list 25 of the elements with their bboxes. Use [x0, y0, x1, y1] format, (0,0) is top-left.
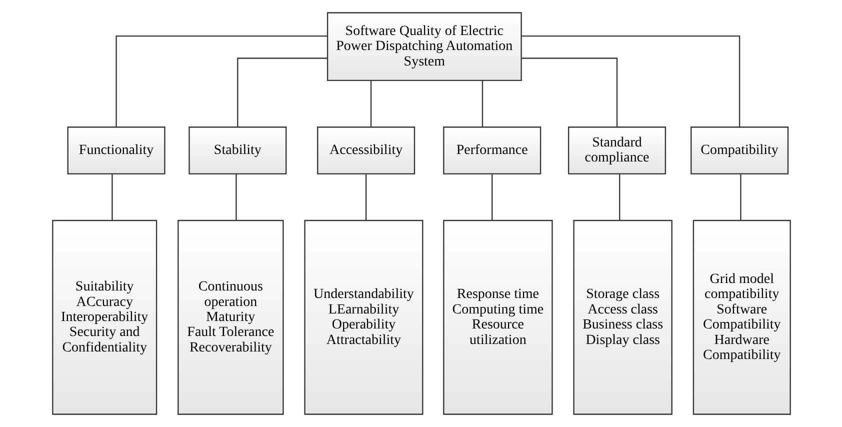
connector: [115, 36, 327, 127]
node-box: Software Quality of Electric Power Dispatching Automation System: [326, 12, 522, 82]
node-box: Compatibility: [690, 126, 788, 174]
connector: [236, 58, 327, 127]
connector: [740, 174, 741, 220]
connector: [111, 174, 112, 220]
connector: [521, 58, 618, 127]
node-box: Suitability ACcuracy Interoperability Security and Confidentiality: [52, 220, 157, 415]
connector: [370, 80, 372, 127]
node-box: Standard compliance: [567, 126, 666, 174]
node-box: Stability: [188, 126, 286, 174]
node-box: Accessibility: [316, 126, 415, 174]
connector: [521, 36, 740, 127]
node-box: Response time Computing time Resource utilization: [442, 220, 552, 415]
connector: [481, 80, 483, 127]
node-box: Storage class Access class Business class Display class: [572, 220, 672, 415]
connector: [364, 174, 366, 220]
connector: [235, 174, 236, 220]
node-box: Understandability LEarnability Operability Attractability: [304, 220, 423, 415]
connector: [618, 174, 620, 220]
node-box: Performance: [442, 126, 541, 174]
connector: [491, 174, 492, 220]
node-box: Functionality: [66, 126, 165, 174]
node-box: Grid model compatibility Software Compatibility Hardware Compatibility: [692, 220, 790, 415]
node-box: Continuous operation Maturity Fault Tolerance Recoverability: [177, 220, 284, 415]
